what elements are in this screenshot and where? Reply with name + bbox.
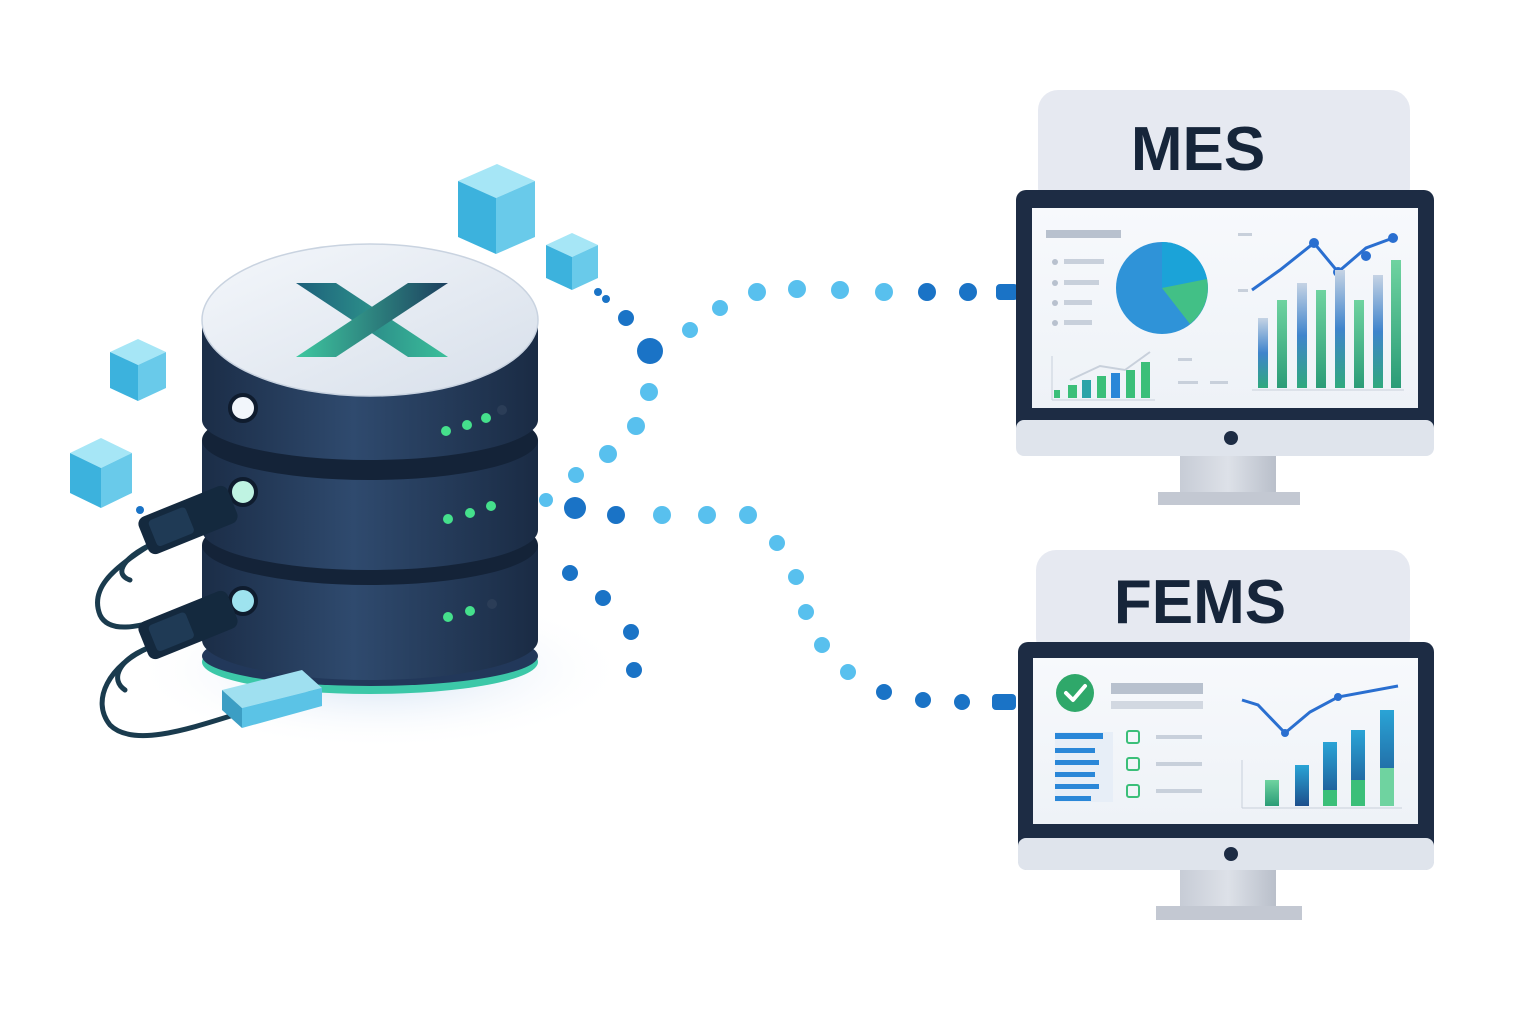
fems-label: FEMS	[1114, 568, 1286, 637]
status-leds-tier-3	[443, 599, 497, 622]
mes-bar-chart	[1252, 260, 1404, 391]
cube-4	[70, 438, 132, 508]
status-leds-tier-1	[441, 405, 507, 436]
cube-1	[458, 164, 535, 254]
mes-system: MES	[1016, 90, 1434, 505]
cube-3	[110, 339, 166, 401]
fems-checklist	[1126, 730, 1202, 798]
floating-cubes	[70, 164, 598, 508]
fems-check-icon	[1056, 674, 1094, 712]
connection-dots	[136, 280, 1018, 710]
server-logo-x-icon	[296, 283, 448, 357]
fems-label-panel	[1036, 550, 1410, 658]
fems-power-icon	[1224, 847, 1238, 861]
server-port-1	[228, 393, 258, 423]
fems-monitor	[1018, 642, 1434, 920]
cube-2	[546, 233, 598, 290]
mes-monitor	[1016, 190, 1434, 505]
mes-screen	[1032, 208, 1418, 408]
cable-connector-2	[138, 590, 238, 660]
mes-label: MES	[1131, 115, 1265, 184]
server-port-3	[228, 586, 258, 616]
cable-connector-1	[138, 485, 238, 555]
usb-plug	[222, 670, 322, 728]
fems-list-panel	[1055, 732, 1113, 802]
database-server	[94, 243, 630, 750]
mes-power-icon	[1224, 431, 1238, 445]
mes-small-bars	[1051, 351, 1155, 401]
fems-bar-chart	[1241, 710, 1402, 809]
fems-line-chart	[1241, 684, 1399, 737]
mes-pie-chart	[1116, 242, 1208, 334]
mes-label-panel	[1038, 90, 1410, 208]
fems-system: FEMS	[1018, 550, 1434, 920]
server-port-2	[228, 477, 258, 507]
status-leds-tier-2	[443, 501, 496, 524]
